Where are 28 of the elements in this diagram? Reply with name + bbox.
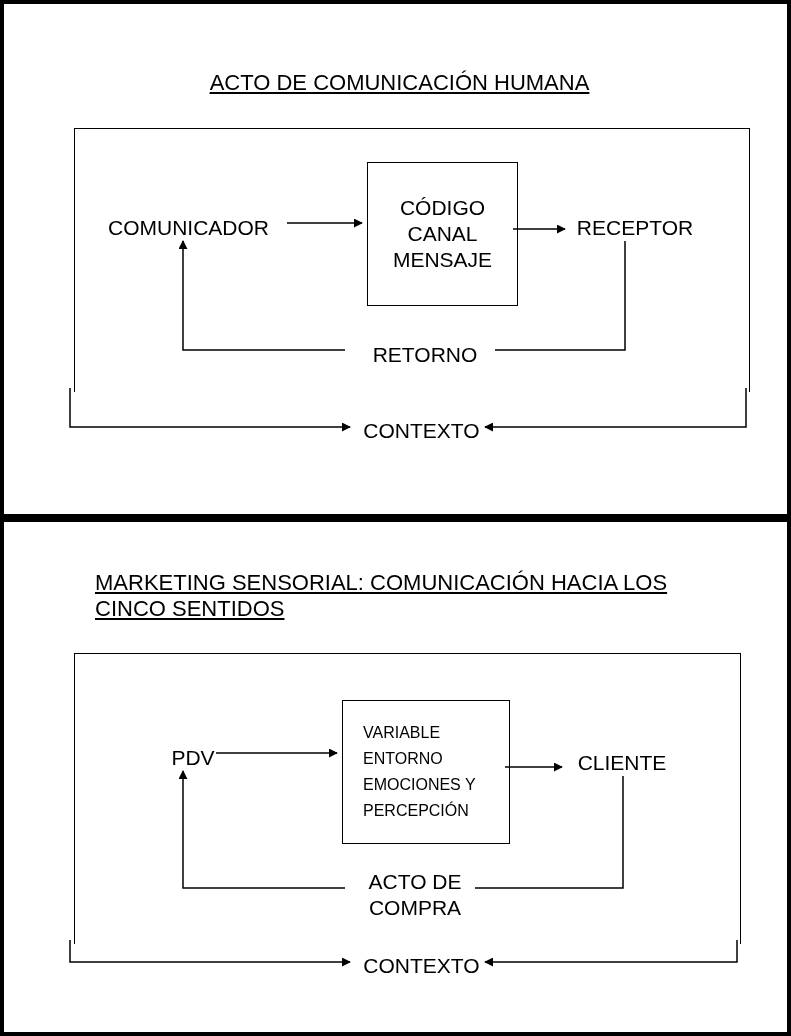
arrow [215, 748, 338, 758]
diagram-panel [0, 518, 791, 1036]
node-label: RECEPTOR [570, 210, 700, 246]
node-label: COMUNICADOR [85, 210, 292, 246]
arrow [504, 762, 563, 772]
node-label: RETORNO [350, 337, 500, 373]
node-label: CLIENTE [567, 745, 677, 781]
connector-line [474, 775, 624, 889]
process-box: CÓDIGO CANAL MENSAJE [367, 162, 518, 306]
section-heading: ACTO DE COMUNICACIÓN HUMANA [208, 70, 591, 96]
node-label: ACTO DE COMPRA [350, 867, 480, 923]
arrow [286, 218, 363, 228]
frame-box [74, 653, 741, 944]
arrow [512, 224, 566, 234]
arrow [69, 387, 351, 432]
connector-line [494, 240, 626, 351]
diagram-panel [0, 0, 791, 518]
arrow [178, 770, 346, 889]
node-label: CONTEXTO [354, 948, 489, 984]
arrow [178, 240, 346, 351]
section-heading: MARKETING SENSORIAL: COMUNICACIÓN HACIA LOS CINCO SENTIDOS [95, 570, 669, 622]
process-box: VARIABLE ENTORNO EMOCIONES Y PERCEPCIÓN [342, 700, 510, 844]
arrow [484, 939, 738, 967]
node-label: PDV [165, 740, 221, 776]
arrow [484, 387, 747, 432]
frame-box [74, 128, 750, 392]
arrow [69, 939, 351, 967]
node-label: CONTEXTO [354, 413, 489, 449]
